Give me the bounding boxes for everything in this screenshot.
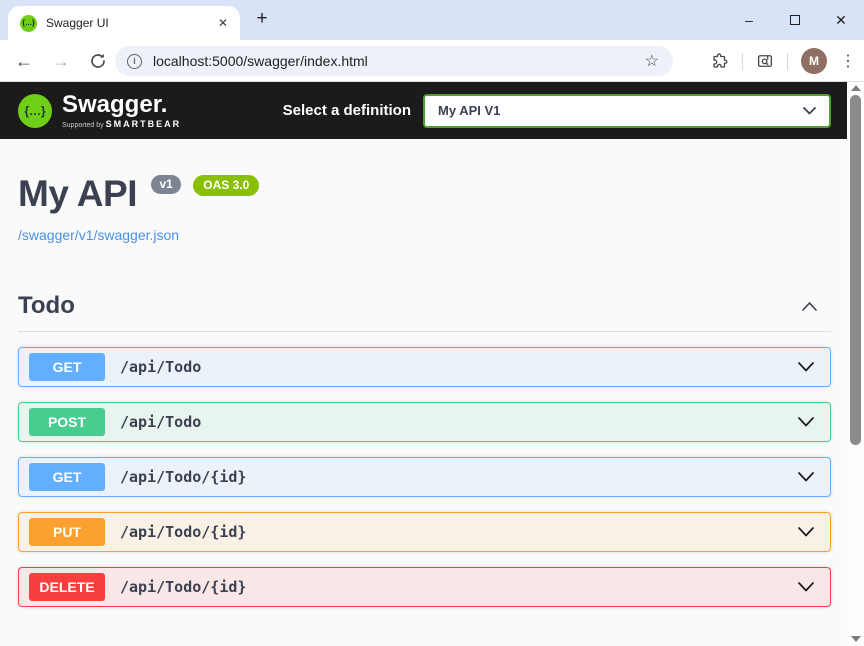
endpoint-path: /api/Todo: [120, 358, 202, 376]
method-badge: PUT: [29, 518, 105, 546]
chevron-down-icon[interactable]: [798, 582, 814, 592]
endpoint-row[interactable]: GET /api/Todo: [18, 347, 831, 387]
window-controls: – ✕: [726, 0, 864, 40]
chevron-down-icon[interactable]: [798, 527, 814, 537]
tag-divider: [18, 331, 831, 332]
toolbar-separator: [742, 52, 743, 70]
browser-toolbar: ← → i localhost:5000/swagger/index.html …: [0, 40, 864, 82]
scrollbar-up-arrow-icon[interactable]: [851, 85, 861, 91]
chevron-down-icon[interactable]: [798, 362, 814, 372]
smartbear-attribution: Supported by SMARTBEAR: [62, 118, 182, 129]
maximize-icon: [790, 15, 800, 25]
swagger-logo-text: Swagger.: [62, 90, 168, 118]
site-info-icon[interactable]: i: [127, 53, 142, 69]
address-bar[interactable]: i localhost:5000/swagger/index.html ☆: [115, 46, 673, 76]
swagger-logo: {…} Swagger. Supported by SMARTBEAR: [18, 90, 182, 129]
chevron-down-icon[interactable]: [798, 417, 814, 427]
back-button[interactable]: ←: [15, 50, 33, 71]
method-badge: GET: [29, 463, 105, 491]
endpoint-path: /api/Todo/{id}: [120, 523, 247, 541]
swagger-favicon-icon: {…}: [20, 14, 37, 32]
page-scrollbar[interactable]: [847, 82, 864, 645]
method-badge: GET: [29, 353, 105, 381]
tab-title: Swagger UI: [46, 16, 109, 30]
swagger-topbar: {…} Swagger. Supported by SMARTBEAR Sele…: [0, 82, 864, 139]
endpoint-row[interactable]: GET /api/Todo/{id}: [18, 457, 831, 497]
profile-avatar[interactable]: M: [801, 48, 827, 74]
reload-icon: [91, 53, 105, 68]
swagger-logo-icon: {…}: [18, 93, 52, 128]
window-close-button[interactable]: ✕: [835, 11, 847, 28]
new-tab-button[interactable]: +: [256, 8, 268, 29]
browser-tab-strip: {…} Swagger UI ✕ + – ✕: [0, 0, 864, 40]
select-definition-label: Select a definition: [282, 102, 411, 119]
tag-title: Todo: [18, 292, 75, 319]
reload-button[interactable]: [82, 45, 114, 77]
swagger-content: My API v1 OAS 3.0 /swagger/v1/swagger.js…: [0, 139, 864, 607]
method-badge: DELETE: [29, 573, 105, 601]
forward-button[interactable]: →: [52, 50, 70, 71]
bookmark-star-icon[interactable]: ☆: [644, 53, 659, 70]
method-badge: POST: [29, 408, 105, 436]
chevron-down-icon[interactable]: [798, 472, 814, 482]
toolbar-separator: [787, 52, 788, 70]
definition-select-value: My API V1: [438, 103, 501, 118]
definition-selector-area: Select a definition My API V1: [282, 93, 831, 128]
url-text[interactable]: localhost:5000/swagger/index.html: [153, 53, 368, 69]
endpoint-path: /api/Todo/{id}: [120, 578, 247, 596]
side-panel-search-icon[interactable]: [756, 52, 774, 70]
definition-select[interactable]: My API V1: [423, 93, 831, 128]
api-title: My API: [18, 173, 137, 214]
tag-section-todo: Todo GET /api/Todo POST /api/Todo GET /a…: [18, 292, 831, 607]
toolbar-right-group: M ⋮: [711, 45, 856, 77]
window-minimize-button[interactable]: –: [745, 12, 753, 28]
scrollbar-thumb[interactable]: [850, 95, 861, 445]
endpoint-row[interactable]: POST /api/Todo: [18, 402, 831, 442]
chrome-menu-icon[interactable]: ⋮: [840, 53, 856, 70]
chevron-up-icon[interactable]: [802, 301, 817, 311]
api-title-row: My API v1 OAS 3.0: [18, 173, 831, 215]
endpoint-path: /api/Todo/{id}: [120, 468, 247, 486]
page-viewport: {…} Swagger. Supported by SMARTBEAR Sele…: [0, 82, 864, 645]
spec-json-link[interactable]: /swagger/v1/swagger.json: [18, 227, 180, 243]
oas-badge: OAS 3.0: [193, 175, 260, 196]
tab-close-icon[interactable]: ✕: [217, 16, 229, 30]
extensions-icon[interactable]: [711, 52, 729, 70]
endpoint-path: /api/Todo: [120, 413, 202, 431]
endpoint-row[interactable]: PUT /api/Todo/{id}: [18, 512, 831, 552]
window-maximize-button[interactable]: [772, 0, 818, 40]
endpoint-row[interactable]: DELETE /api/Todo/{id}: [18, 567, 831, 607]
tag-header[interactable]: Todo: [18, 292, 831, 320]
scrollbar-down-arrow-icon[interactable]: [851, 636, 861, 642]
browser-tab[interactable]: {…} Swagger UI ✕: [8, 6, 240, 40]
version-badge: v1: [151, 175, 181, 194]
endpoint-list: GET /api/Todo POST /api/Todo GET /api/To…: [18, 347, 831, 607]
chevron-down-icon: [803, 106, 816, 114]
